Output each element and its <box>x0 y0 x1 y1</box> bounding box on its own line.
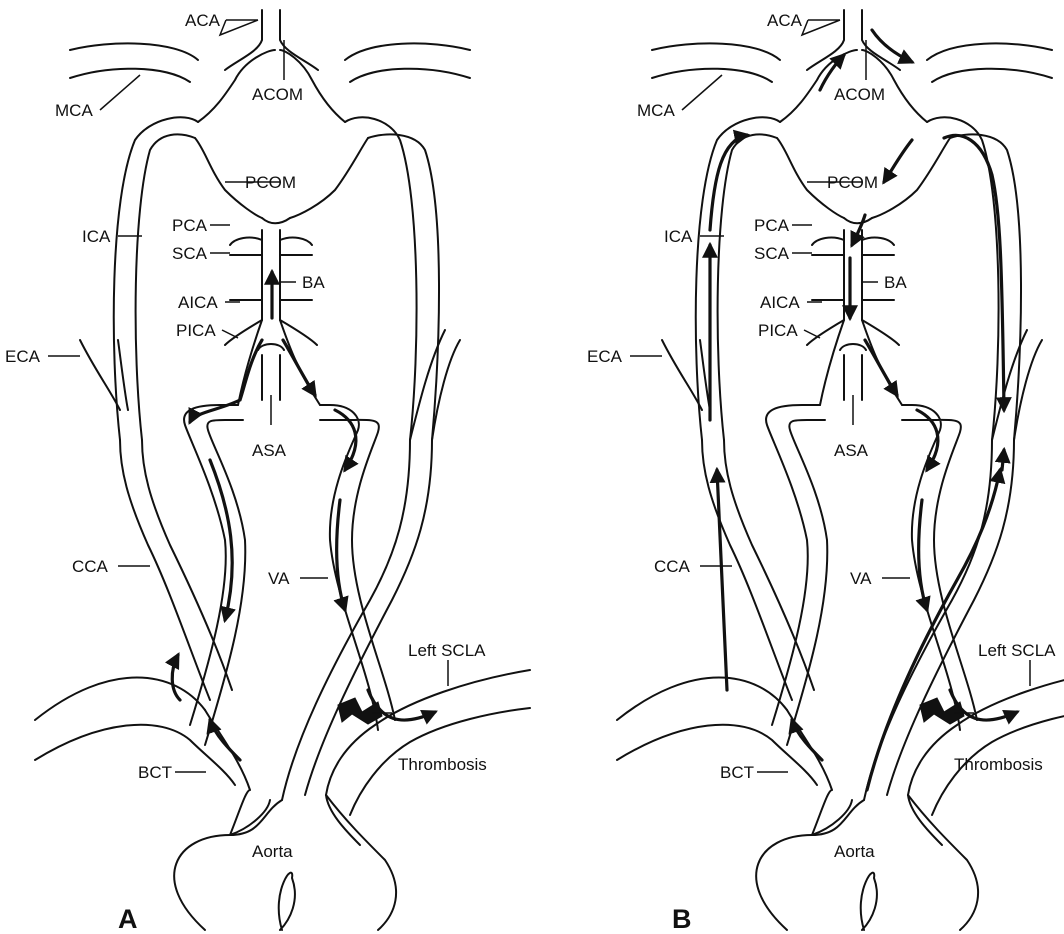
label-aica: AICA <box>760 293 800 312</box>
label-aica: AICA <box>178 293 218 312</box>
label-pcom: PCOM <box>245 173 296 192</box>
label-thrombosis: Thrombosis <box>954 755 1043 774</box>
label-aorta: Aorta <box>834 842 875 861</box>
label-ica: ICA <box>82 227 111 246</box>
label-aorta: Aorta <box>252 842 293 861</box>
label-pica: PICA <box>758 321 798 340</box>
label-ba: BA <box>884 273 907 292</box>
label-eca: ECA <box>587 347 623 366</box>
label-aca: ACA <box>185 11 221 30</box>
label-thrombosis: Thrombosis <box>398 755 487 774</box>
panel-letter-a: A <box>118 904 138 934</box>
label-bct: BCT <box>138 763 172 782</box>
label-acom: ACOM <box>834 85 885 104</box>
label-sca: SCA <box>172 244 208 263</box>
flow-arrows-b <box>710 30 1017 790</box>
label-asa: ASA <box>834 441 869 460</box>
label-mca: MCA <box>637 101 675 120</box>
label-asa: ASA <box>252 441 287 460</box>
label-pca: PCA <box>754 216 790 235</box>
label-va: VA <box>268 569 290 588</box>
label-acom: ACOM <box>252 85 303 104</box>
label-cca: CCA <box>72 557 109 576</box>
label-va: VA <box>850 569 872 588</box>
label-sca: SCA <box>754 244 790 263</box>
flow-arrows-a <box>172 272 435 760</box>
panel-a <box>35 10 530 930</box>
label-aca: ACA <box>767 11 803 30</box>
label-pca: PCA <box>172 216 208 235</box>
label-left-scla: Left SCLA <box>408 641 486 660</box>
label-bct: BCT <box>720 763 754 782</box>
panel-letter-b: B <box>672 904 692 934</box>
label-eca: ECA <box>5 347 41 366</box>
label-left-scla: Left SCLA <box>978 641 1056 660</box>
label-ba: BA <box>302 273 325 292</box>
panel-b <box>617 10 1064 930</box>
label-pcom: PCOM <box>827 173 878 192</box>
label-mca: MCA <box>55 101 93 120</box>
label-cca: CCA <box>654 557 691 576</box>
label-pica: PICA <box>176 321 216 340</box>
label-ica: ICA <box>664 227 693 246</box>
